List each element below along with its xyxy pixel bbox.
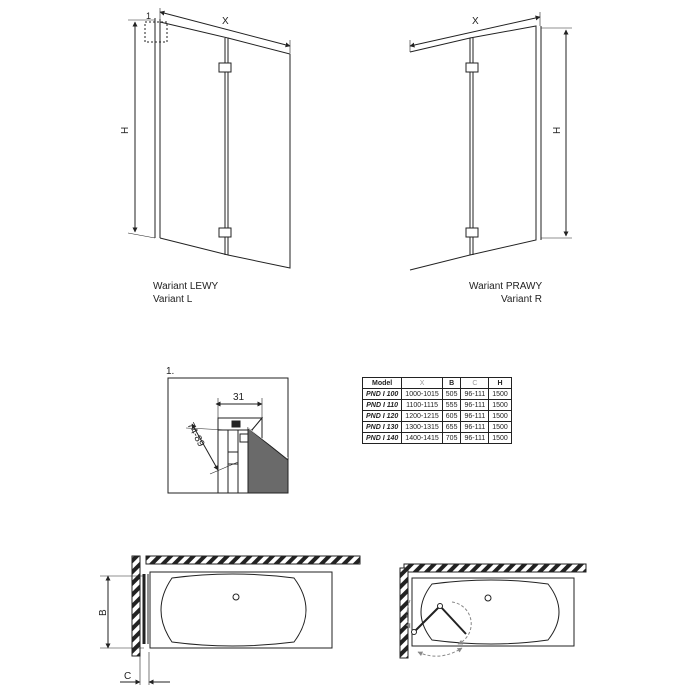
variant-right-x-label: X [472,16,479,27]
table-cell: 1500 [488,410,512,422]
table-cell: 96-111 [460,432,490,444]
plan-view-left [100,555,361,685]
table-cell: 1300-1315 [401,421,443,433]
detail-title: 1. [166,366,174,377]
table-cell: 1400-1415 [401,432,443,444]
table-cell: 1500 [488,432,512,444]
table-cell: 96-111 [460,388,490,400]
table-cell: 505 [441,388,462,400]
table-cell: PND I 100 [361,388,403,400]
table-cell: 1100-1115 [401,399,443,411]
detail-range-label: 74-89 [185,421,207,449]
header-model: Model [361,377,403,389]
table-cell: 96-111 [460,421,490,433]
table-cell: 655 [441,421,462,433]
variant-right-label-2: Variant R [501,294,542,305]
table-cell: 1500 [488,388,512,400]
table-cell: 705 [441,432,462,444]
table-cell: 1000-1015 [401,388,443,400]
variant-left-label-2: Variant L [153,294,193,305]
table-cell: PND I 130 [361,421,403,433]
variant-left-drawing [127,8,291,269]
variant-right-h-label: H [552,127,563,134]
variant-left-x-label: X [222,16,229,27]
table-cell: PND I 110 [361,399,403,411]
spec-table-header: Model X B C H [361,377,512,389]
header-c: C [460,377,490,389]
plan-view-right [399,563,587,659]
variant-right-label-1: Wariant PRAWY [469,281,543,292]
header-x: X [401,377,443,389]
variant-left-label-1: Wariant LEWY [153,281,219,292]
table-cell: 1500 [488,421,512,433]
table-cell: 605 [441,410,462,422]
header-h: H [488,377,512,389]
table-cell: PND I 140 [361,432,403,444]
plan-c-label: C [124,671,131,682]
detail-marker-label: 1 [146,11,151,21]
variant-right-drawing [409,12,572,271]
table-cell: 555 [441,399,462,411]
table-cell: PND I 120 [361,410,403,422]
table-cell: 96-111 [460,399,490,411]
table-cell: 96-111 [460,410,490,422]
detail-1-drawing [167,377,289,494]
table-cell: 1500 [488,399,512,411]
plan-b-label: B [98,609,109,616]
detail-width-label: 31 [233,392,245,403]
variant-left-h-label: H [120,127,131,134]
header-b: B [441,377,462,389]
table-cell: 1200-1215 [401,410,443,422]
